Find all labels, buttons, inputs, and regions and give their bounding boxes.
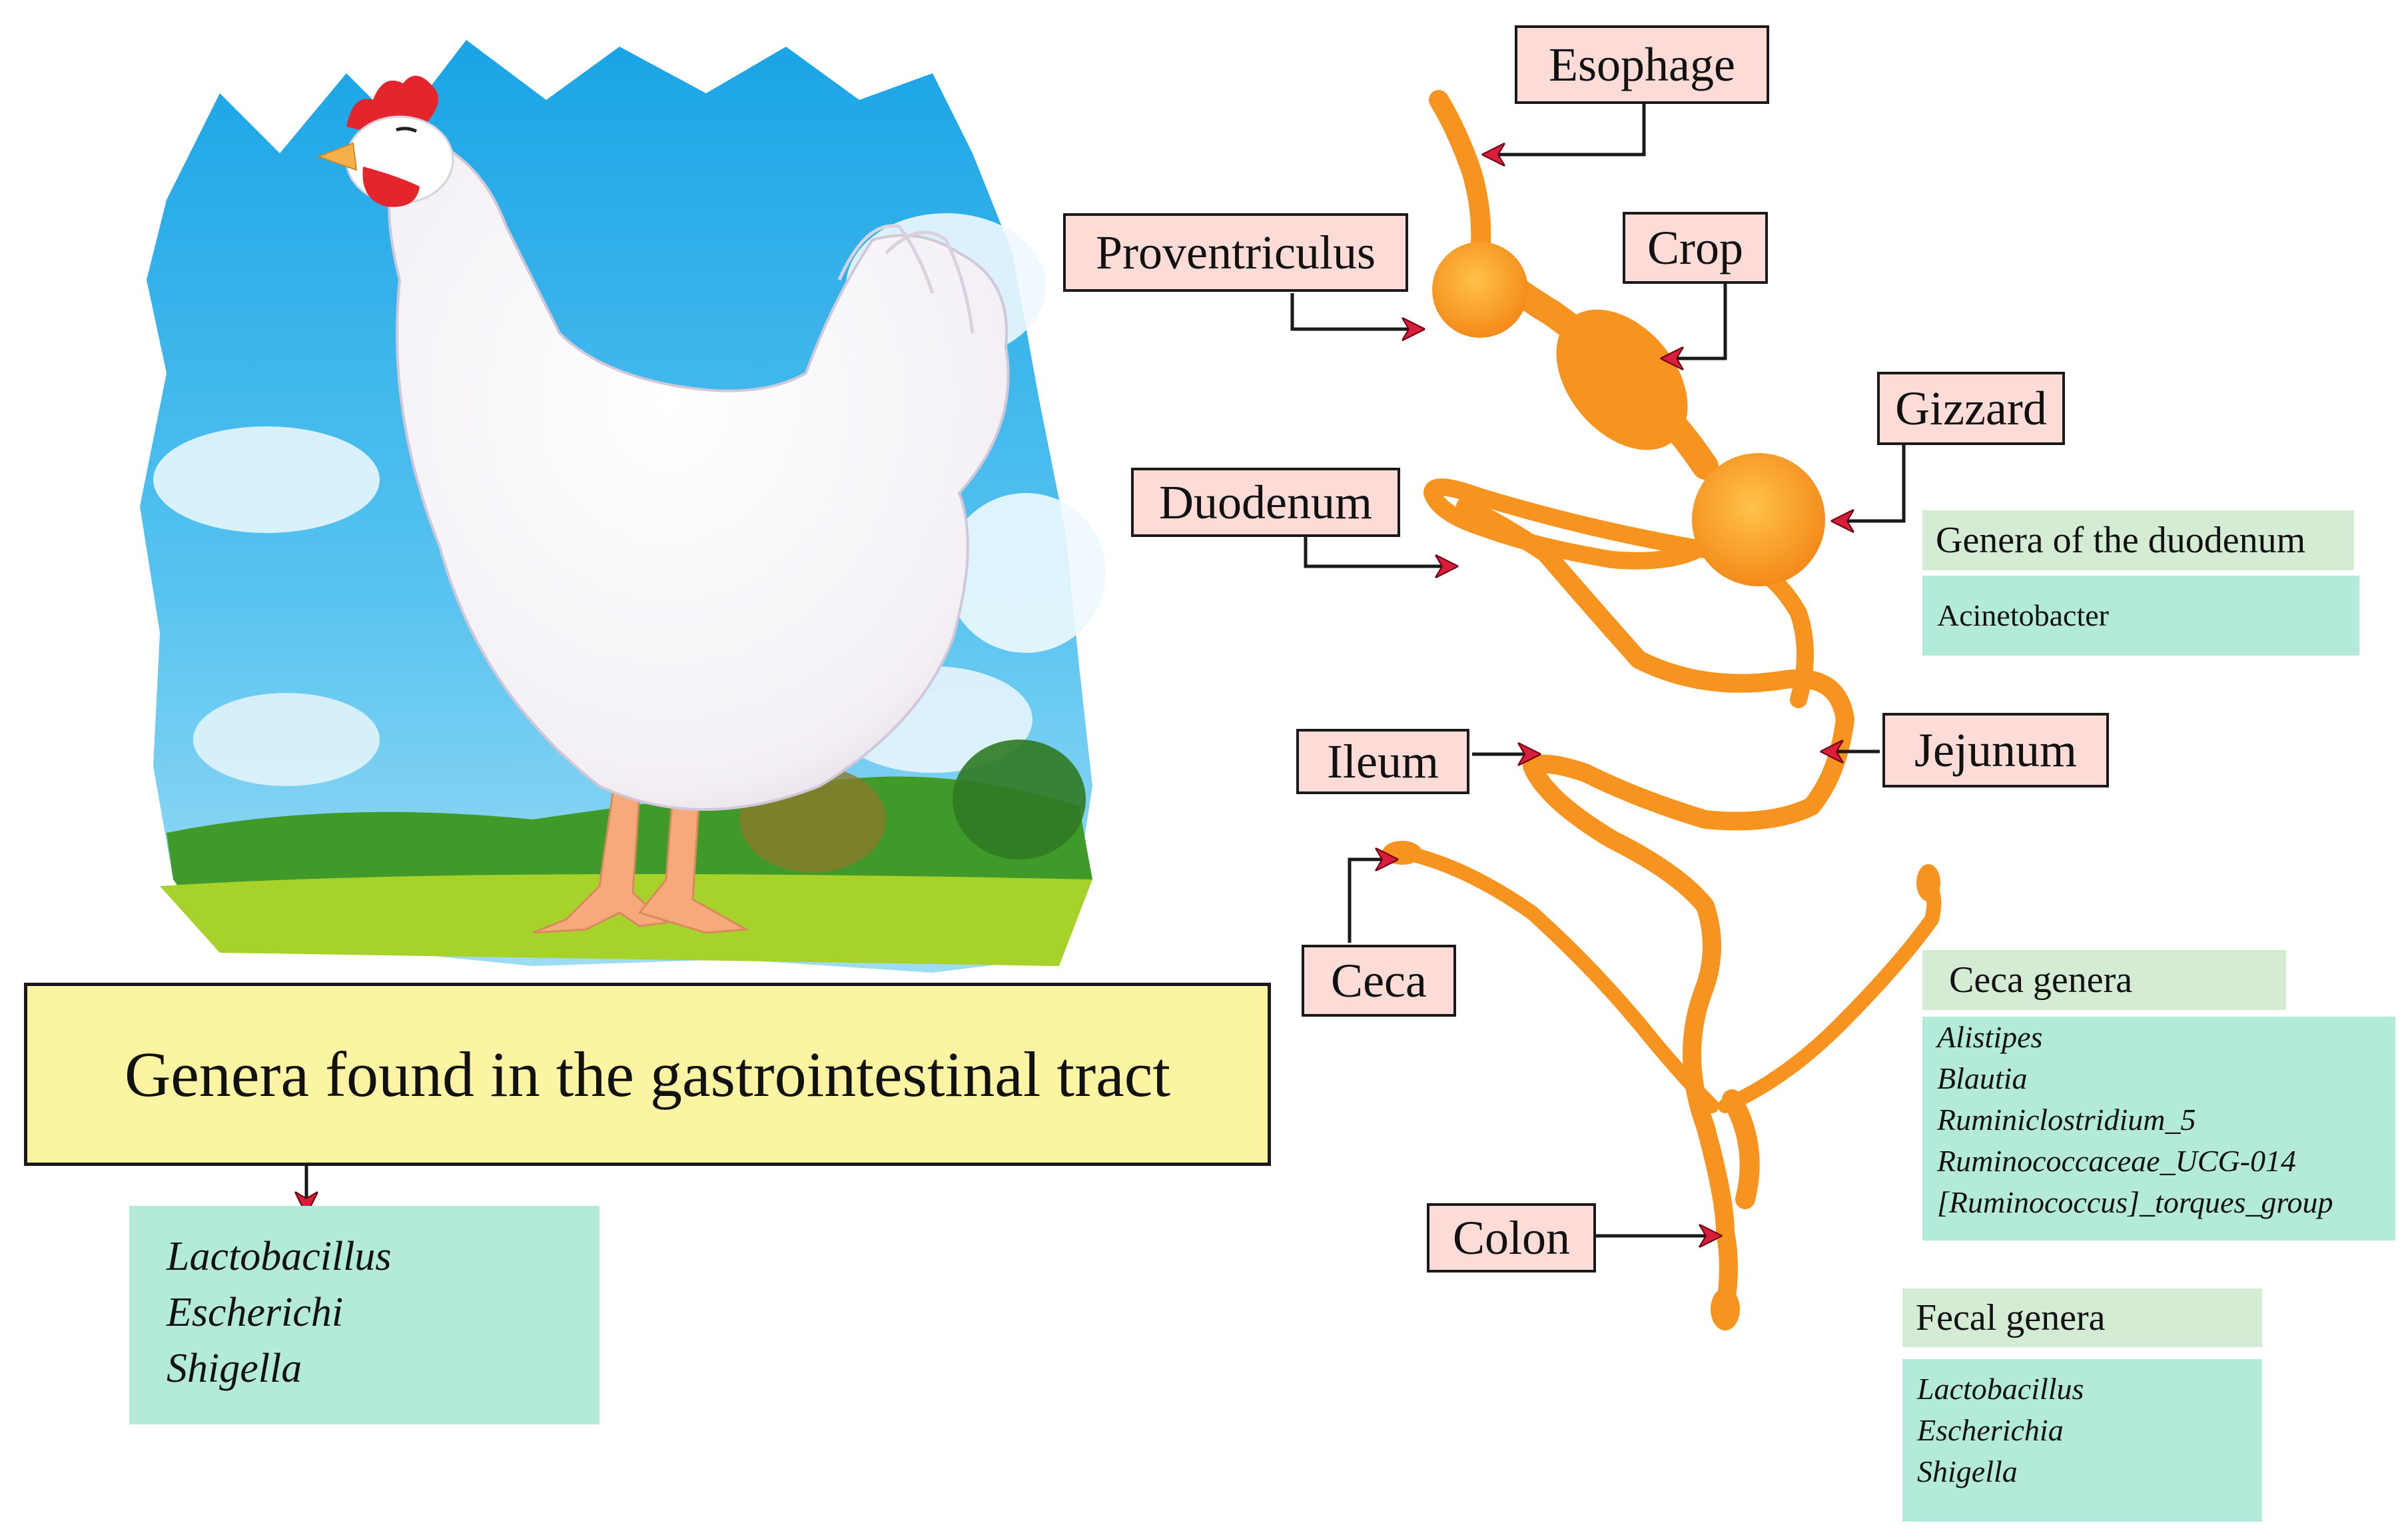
duodenum-genera-list: Acinetobacter bbox=[1922, 576, 2359, 656]
label-colon: Colon bbox=[1427, 1203, 1596, 1273]
label-proventriculus: Proventriculus bbox=[1063, 213, 1408, 292]
ceca-genus-item: Alistipes bbox=[1937, 1020, 2043, 1054]
gi-genera-list: Lactobacillus Escherichi Shigella bbox=[129, 1206, 600, 1424]
ceca-genera-header: Ceca genera bbox=[1922, 950, 2286, 1010]
fecal-genera-header: Fecal genera bbox=[1902, 1288, 2262, 1347]
ceca-genus-item: Ruminococcaceae_UCG-014 bbox=[1937, 1144, 2297, 1178]
arrow-ceca bbox=[1348, 859, 1396, 943]
label-ceca: Ceca bbox=[1302, 945, 1456, 1017]
arrow-proventriculus bbox=[1290, 293, 1423, 329]
connector-arrows bbox=[306, 99, 1906, 1236]
label-jejunum: Jejunum bbox=[1882, 713, 2109, 787]
gi-genus-item: Escherichi bbox=[167, 1290, 344, 1335]
fecal-genera-list: Lactobacillus Escherichia Shigella bbox=[1902, 1359, 2262, 1522]
ceca-genus-item: [Ruminococcus]_torques_group bbox=[1937, 1185, 2333, 1219]
label-crop: Crop bbox=[1623, 212, 1768, 284]
duodenum-genera-header: Genera of the duodenum bbox=[1922, 510, 2354, 570]
arrow-duodenum bbox=[1304, 533, 1456, 566]
hen-illustration bbox=[316, 75, 1010, 934]
arrow-esophage bbox=[1484, 99, 1646, 155]
main-title: Genera found in the gastrointestinal tra… bbox=[24, 983, 1271, 1166]
ceca-genus-item: Blautia bbox=[1937, 1061, 2028, 1095]
arrow-gizzard bbox=[1833, 441, 1906, 521]
fecal-genus-item: Shigella bbox=[1917, 1454, 2018, 1488]
gi-genus-item: Shigella bbox=[167, 1346, 302, 1391]
label-duodenum: Duodenum bbox=[1131, 468, 1400, 537]
label-ileum: Ileum bbox=[1296, 729, 1469, 794]
label-gizzard: Gizzard bbox=[1877, 372, 2065, 445]
ceca-genera-list: Alistipes Blautia Ruminiclostridium_5 Ru… bbox=[1922, 1017, 2395, 1241]
fecal-genus-item: Escherichia bbox=[1917, 1413, 2064, 1447]
duodenum-genus-item: Acinetobacter bbox=[1937, 598, 2109, 632]
label-esophage: Esophage bbox=[1515, 25, 1769, 104]
arrow-crop bbox=[1663, 280, 1727, 358]
ceca-genus-item: Ruminiclostridium_5 bbox=[1937, 1103, 2196, 1137]
gi-genus-item: Lactobacillus bbox=[167, 1234, 392, 1279]
digestive-tract bbox=[1382, 90, 1942, 1330]
fecal-genus-item: Lactobacillus bbox=[1917, 1372, 2084, 1406]
